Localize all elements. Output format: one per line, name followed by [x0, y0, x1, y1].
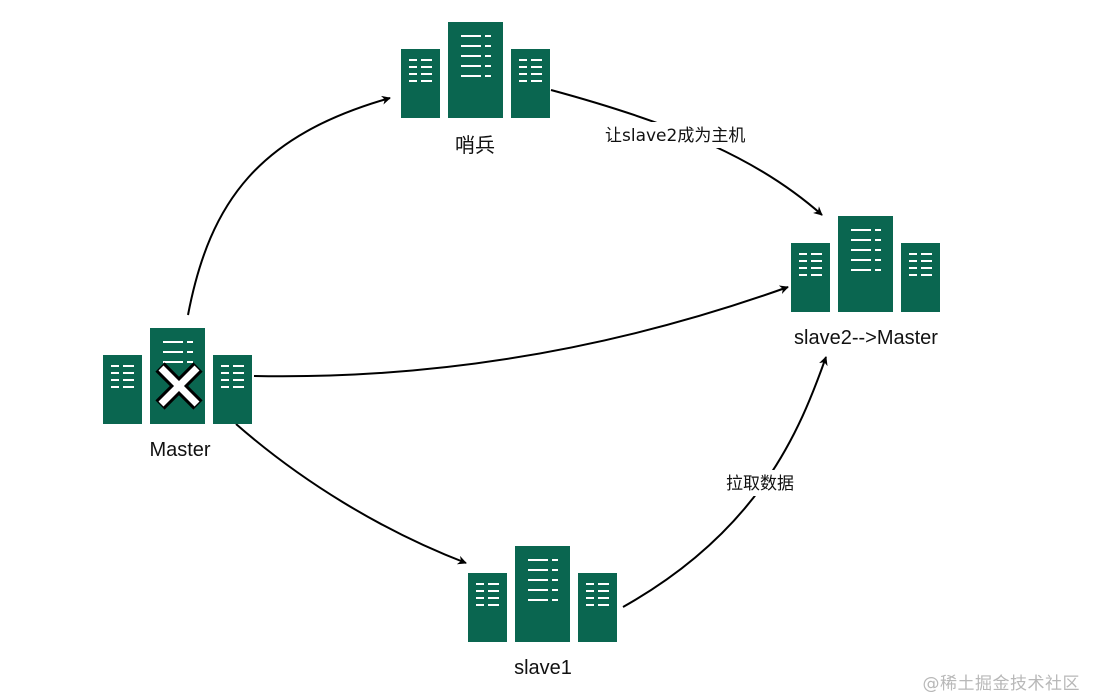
slave1-node: slave1 [468, 546, 617, 679]
old-master-label: Master [149, 439, 210, 461]
old-master-node: Master [103, 328, 252, 461]
sentinel-label: 哨兵 [455, 134, 495, 157]
slave1-label: slave1 [514, 657, 572, 679]
server-cluster-icon [468, 546, 617, 642]
sentinel-node: 哨兵 [401, 22, 550, 157]
new-master-label: slave2-->Master [794, 327, 938, 349]
edge-labels: 让slave2成为主机 拉取数据 [600, 122, 812, 496]
edge-master-to-new-master [253, 285, 789, 378]
edge-label-background [722, 470, 812, 496]
edge-master-to-sentinel [187, 95, 391, 316]
edge-label-background [600, 122, 768, 148]
edges [187, 89, 828, 608]
x-icon [155, 362, 203, 410]
edge-label-promote: 让slave2成为主机 [605, 126, 745, 146]
edge-master-to-slave1 [235, 423, 467, 565]
new-master-node: slave2-->Master [791, 216, 940, 349]
server-cluster-icon [103, 328, 252, 424]
server-cluster-icon [791, 216, 940, 312]
server-cluster-icon [401, 22, 550, 118]
edge-label-pull-data: 拉取数据 [726, 474, 794, 494]
edge-sentinel-to-new-master [550, 89, 823, 216]
watermark: @稀土掘金技术社区 [922, 674, 1080, 694]
